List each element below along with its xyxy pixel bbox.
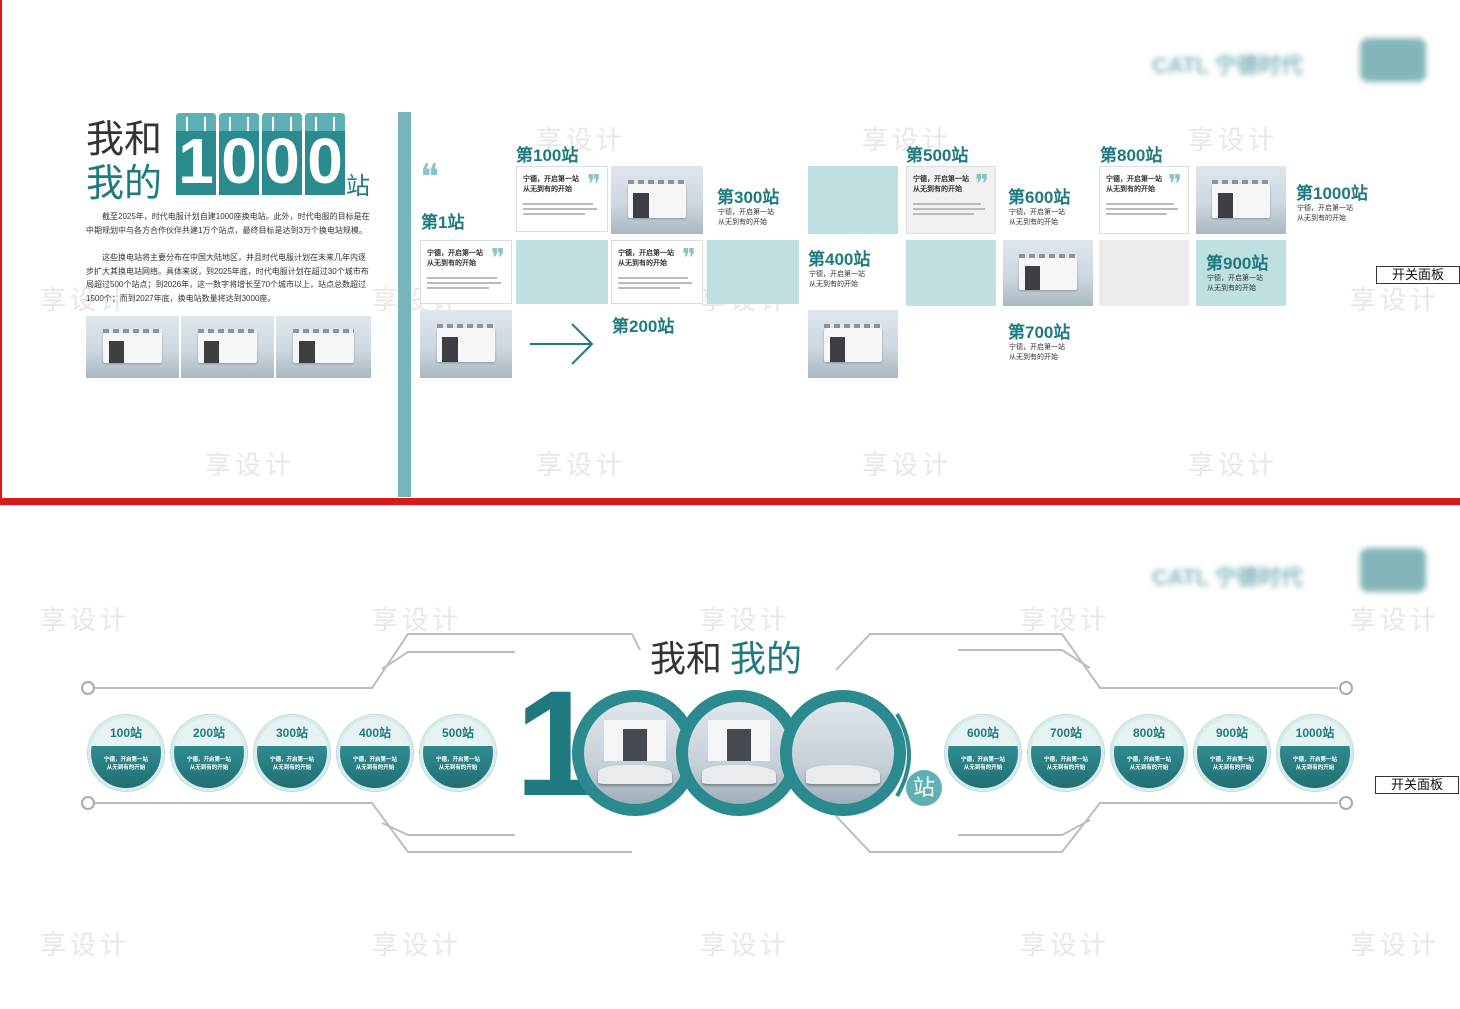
milestone-sub: 从无到有的开始 [1297, 215, 1346, 222]
timeline-vertical-bar [398, 112, 411, 497]
quote-icon: ❞ [682, 244, 696, 274]
station-photo [1003, 240, 1093, 306]
arrow-right-icon [530, 323, 594, 365]
red-divider [0, 498, 1460, 505]
quote-icon: ❞ [491, 244, 505, 274]
milestone-sub: 从无到有的开始 [718, 219, 767, 226]
watermark: 享设计 [700, 930, 791, 960]
circuit-lines [81, 633, 1353, 853]
milestone-label: 第700站 [1008, 323, 1071, 342]
milestone-label: 第1站 [421, 213, 465, 232]
title-line1: 我和 [86, 117, 163, 161]
milestone-sub: 宁德，开启第一站 [718, 209, 774, 216]
milestone-circle: 900站宁德，开启第一站从无到有的开始 [1194, 715, 1270, 791]
station-photo [808, 310, 898, 378]
milestone-sub: 从无到有的开始 [1207, 285, 1256, 292]
brand-logo: CATL 宁德时代 [1152, 53, 1303, 78]
brand-logo-box [1360, 38, 1426, 82]
color-tile [707, 240, 799, 304]
color-tile [808, 166, 898, 234]
milestone-circle: 200站宁德，开启第一站从无到有的开始 [171, 715, 247, 791]
milestone-card: 宁德，开启第一站从无到有的开始 ❞ [906, 166, 996, 234]
title-line2: 我的 [86, 161, 163, 205]
station-photo [181, 316, 274, 378]
milestone-label: 第900站 [1206, 254, 1269, 273]
milestone-card: 宁德，开启第一站从无到有的开始 ❞ [516, 166, 608, 232]
milestone-sub: 从无到有的开始 [809, 281, 858, 288]
milestone-card: 宁德，开启第一站从无到有的开始 ❞ [420, 240, 512, 304]
quote-icon: ❞ [975, 170, 989, 200]
milestone-card: 宁德，开启第一站从无到有的开始 ❞ [611, 240, 703, 304]
milestone-label: 第500站 [906, 146, 969, 165]
station-photo [276, 316, 371, 378]
switch-panel-button[interactable]: 开关面板 [1376, 266, 1460, 284]
watermark: 享设计 [372, 930, 463, 960]
station-photo [86, 316, 179, 378]
flip-digit: 0 [219, 113, 259, 195]
milestone-circle: 300站宁德，开启第一站从无到有的开始 [254, 715, 330, 791]
milestone-sub: 宁德，开启第一站 [1009, 344, 1065, 351]
station-photo [420, 310, 512, 378]
milestone-circle: 1000站宁德，开启第一站从无到有的开始 [1277, 715, 1353, 791]
milestone-label: 第100站 [516, 146, 579, 165]
milestone-circle: 500站宁德，开启第一站从无到有的开始 [420, 715, 496, 791]
milestone-label: 第800站 [1100, 146, 1163, 165]
milestone-sub: 宁德，开启第一站 [1297, 205, 1353, 212]
milestone-sub: 宁德，开启第一站 [1207, 275, 1263, 282]
milestone-card: 宁德，开启第一站从无到有的开始 ❞ [1099, 166, 1189, 234]
title-part-b: 我的 [730, 638, 803, 679]
color-tile [516, 240, 608, 304]
milestone-sub: 从无到有的开始 [1009, 219, 1058, 226]
watermark: 享设计 [40, 930, 131, 960]
flip-digit: 1 [176, 113, 216, 195]
milestone-circle: 400站宁德，开启第一站从无到有的开始 [337, 715, 413, 791]
milestone-label: 第300站 [717, 188, 780, 207]
color-tile [1099, 240, 1189, 306]
color-tile [1196, 240, 1286, 306]
signal-arcs [887, 712, 911, 798]
milestone-circle: 700站宁德，开启第一站从无到有的开始 [1028, 715, 1104, 791]
quote-icon: ❞ [1168, 170, 1182, 200]
milestone-circle: 100站宁德，开启第一站从无到有的开始 [88, 715, 164, 791]
milestone-label: 第1000站 [1296, 184, 1368, 203]
milestone-circle: 600站宁德，开启第一站从无到有的开始 [945, 715, 1021, 791]
flip-digit: 0 [262, 113, 302, 195]
watermark: 享设计 [1020, 930, 1111, 960]
milestone-label: 第400站 [808, 250, 871, 269]
intro-paragraph-2: 这些换电站将主要分布在中国大陆地区，并且时代电服计划在未来几年内逐步扩大其换电站… [86, 253, 369, 303]
color-tile [906, 240, 996, 306]
quote-icon: ❝ [420, 157, 440, 198]
title-suffix: 站 [346, 173, 370, 200]
milestone-sub: 宁德，开启第一站 [809, 271, 865, 278]
switch-panel-button[interactable]: 开关面板 [1375, 776, 1459, 794]
station-photo [611, 166, 703, 234]
station-badge: 站 [906, 770, 942, 806]
milestone-sub: 从无到有的开始 [1009, 354, 1058, 361]
brand-logo: CATL 宁德时代 [1152, 565, 1303, 590]
quote-icon: ❞ [587, 170, 601, 200]
flip-digit: 0 [305, 113, 345, 195]
milestone-circle: 800站宁德，开启第一站从无到有的开始 [1111, 715, 1187, 791]
milestone-label: 第600站 [1008, 188, 1071, 207]
title-part-a: 我和 [650, 638, 723, 679]
brand-logo-box [1360, 548, 1426, 592]
station-photo [1196, 166, 1286, 234]
intro-paragraph-1: 截至2025年，时代电服计划自建1000座换电站。此外，时代电服的目标是在中期规… [86, 212, 370, 235]
milestone-label: 第200站 [612, 317, 675, 336]
watermark: 享设计 [1350, 930, 1441, 960]
milestone-sub: 宁德，开启第一站 [1009, 209, 1065, 216]
